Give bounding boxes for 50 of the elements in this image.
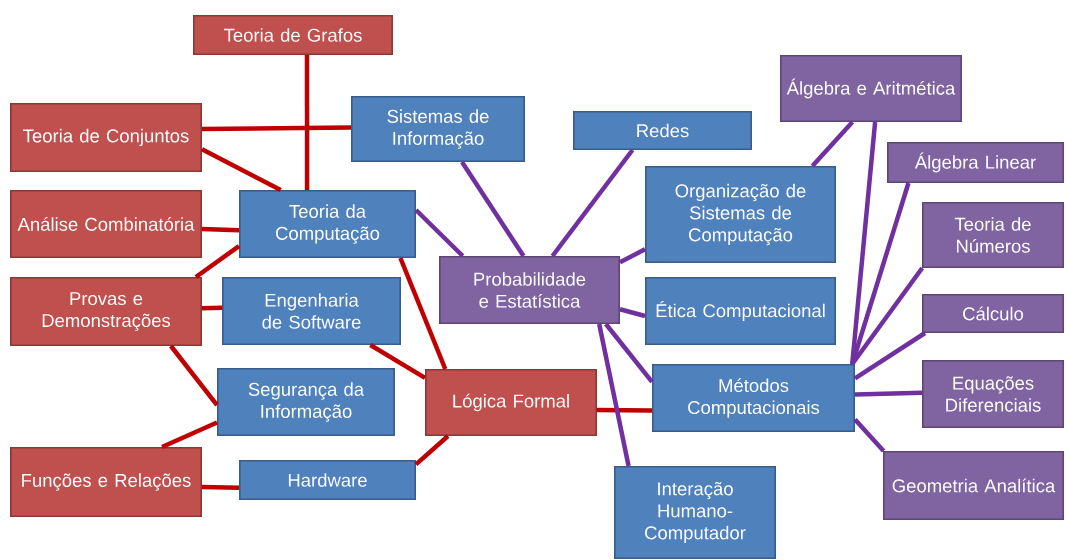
connector-line — [201, 226, 240, 233]
connector-line — [850, 182, 911, 365]
connector-line — [369, 343, 427, 380]
topic-box: Teoria de Números — [922, 202, 1064, 268]
topic-box: Geometria Analítica — [883, 451, 1064, 520]
connector-line — [619, 307, 646, 319]
topic-box: Organização de Sistemas de Computação — [645, 166, 836, 263]
topic-box: Teoria da Computação — [239, 190, 416, 258]
connector-line — [200, 147, 282, 192]
topic-box: Teoria de Conjuntos — [10, 103, 202, 172]
topic-box: Equações Diferenciais — [922, 360, 1064, 428]
topic-box: Sistemas de Informação — [351, 96, 525, 162]
connector-line — [810, 120, 855, 168]
connector-line — [414, 434, 450, 467]
topic-box: Ética Computacional — [645, 277, 836, 345]
connector-line — [414, 208, 465, 258]
connector-line — [850, 266, 925, 366]
topic-box: Engenharia de Software — [222, 277, 401, 345]
topic-box: Provas e Demonstrações — [10, 277, 202, 346]
topic-box: Álgebra e Aritmética — [780, 55, 962, 122]
topic-box: Probabilidade e Estatística — [439, 256, 620, 324]
connector-line — [550, 148, 635, 258]
connector-line — [161, 420, 218, 450]
connector-line — [201, 125, 352, 132]
topic-box: Teoria de Grafos — [193, 15, 393, 55]
connector-line — [597, 323, 631, 467]
connector-line — [194, 244, 241, 279]
connector-line — [201, 484, 240, 490]
connector-line — [169, 344, 219, 407]
topic-box: Lógica Formal — [425, 369, 597, 436]
connector-line — [850, 121, 878, 365]
connector-line — [398, 257, 448, 370]
connector-line — [597, 407, 653, 413]
topic-box: Funções e Relações — [10, 447, 202, 517]
connector-line — [854, 390, 923, 397]
topic-box: Interação Humano-Computador — [614, 466, 776, 559]
connector-line — [460, 160, 526, 258]
topic-box: Métodos Computacionais — [652, 364, 855, 432]
connector-line — [201, 305, 223, 311]
topic-box: Cálculo — [922, 294, 1064, 333]
topic-box: Segurança da Informação — [217, 368, 395, 436]
connector-line — [853, 418, 886, 453]
topic-box: Análise Combinatória — [10, 190, 202, 258]
connector-line — [304, 55, 310, 190]
topic-box: Álgebra Linear — [887, 142, 1064, 183]
connector-line — [853, 331, 927, 381]
topic-box: Redes — [573, 111, 752, 150]
connector-line — [604, 322, 654, 384]
topic-box: Hardware — [239, 460, 416, 500]
connector-line — [618, 247, 647, 265]
